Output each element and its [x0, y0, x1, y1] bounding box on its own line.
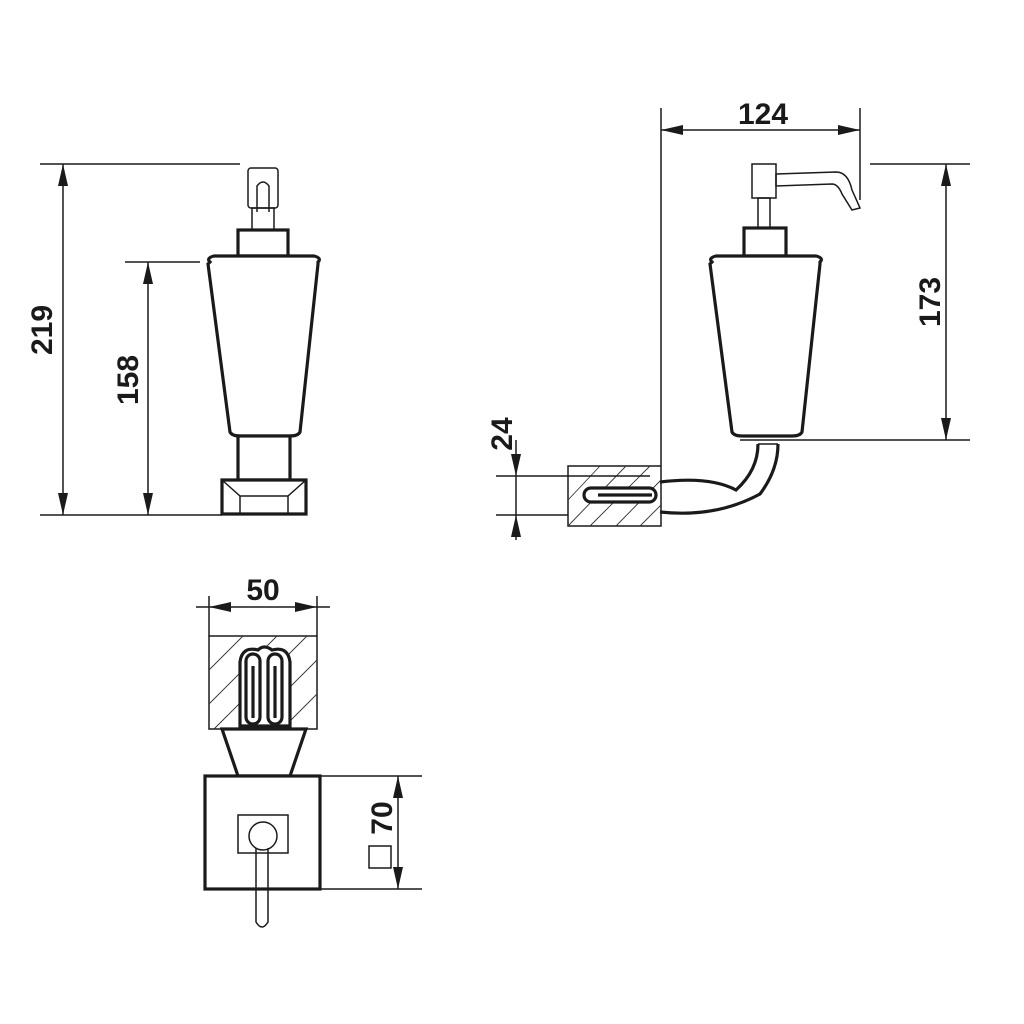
dim-70-label: 70: [366, 801, 399, 834]
dimension-50: 50: [196, 574, 330, 636]
top-arm: [219, 727, 309, 778]
dim-50-label: 50: [246, 574, 279, 607]
dim-173-label: 173: [914, 277, 947, 327]
dim-219-label: 219: [26, 305, 59, 355]
pump-head: [247, 167, 279, 209]
side-pump-collar: [742, 226, 788, 258]
dim-24-label: 24: [486, 417, 519, 451]
top-view: [203, 635, 322, 928]
spout: [775, 171, 862, 211]
container-body: [206, 254, 321, 438]
dimension-173: 173: [800, 163, 970, 441]
top-square-head: [203, 774, 322, 891]
front-view: [206, 167, 321, 516]
side-container-body: [708, 254, 823, 438]
dimension-124: 124: [660, 98, 861, 466]
dimension-219: 219: [26, 163, 240, 516]
pump-collar: [236, 228, 290, 258]
dim-124-label: 124: [738, 98, 788, 131]
top-spout: [255, 848, 269, 928]
square-symbol: [368, 845, 392, 869]
dimension-24: 24: [486, 417, 650, 540]
dim-158-label: 158: [112, 355, 145, 405]
holder-neck: [236, 434, 292, 482]
holder-base: [220, 478, 308, 516]
dimension-158: 158: [112, 261, 200, 515]
wall-plate: [567, 465, 662, 527]
dimension-70: 70: [320, 775, 422, 890]
support-arm: [659, 443, 780, 515]
side-view: [567, 163, 862, 527]
